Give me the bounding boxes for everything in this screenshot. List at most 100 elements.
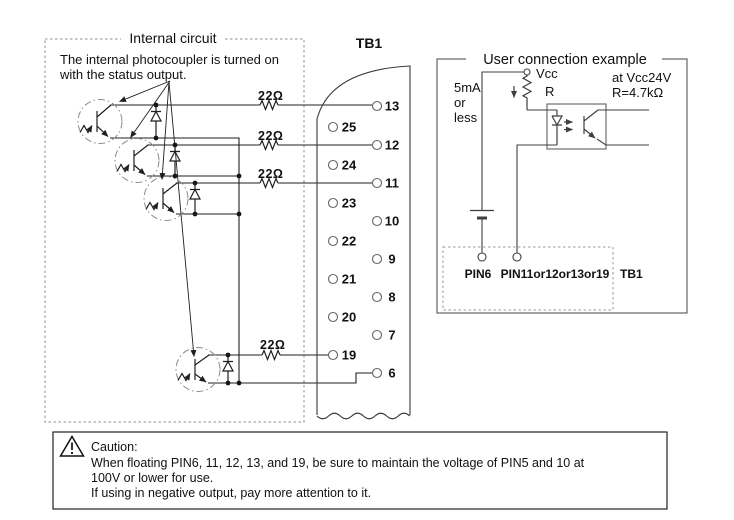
diode-2 <box>169 145 181 176</box>
led-shape <box>551 110 564 145</box>
pin-24-terminal <box>327 159 339 171</box>
resistor-1-label: 22Ω <box>258 89 283 103</box>
resistor-2-label: 22Ω <box>258 129 283 143</box>
user-transistor-collector <box>583 109 599 122</box>
resistor-3 <box>259 176 279 190</box>
tb1-right-pins: 13 12 11 10 9 8 7 6 <box>371 99 399 381</box>
internal-circuit-description-line1: The internal photocoupler is turned on <box>60 52 279 67</box>
photocoupler-4-outline <box>175 347 221 392</box>
diode-4 <box>222 355 234 383</box>
caution-line2: 100V or lower for use. <box>91 471 213 485</box>
pin-21-terminal <box>327 273 339 285</box>
pin-25-label: 25 <box>342 120 356 135</box>
photocoupler-1-outline <box>77 99 123 144</box>
photocoupler-2-outline <box>114 138 160 183</box>
pin-20-terminal <box>327 311 339 323</box>
led-symbol <box>551 110 564 145</box>
pin-23-terminal <box>327 197 339 209</box>
internal-circuit-border <box>44 38 305 423</box>
internal-circuit-title-backplate <box>121 31 225 46</box>
pin-9-label: 9 <box>388 252 395 267</box>
diode-1 <box>150 105 162 138</box>
caution-section: Caution: When floating PIN6, 11, 12, 13,… <box>52 431 668 510</box>
photocoupler-3-outline <box>143 176 189 221</box>
pin-19-label: 19 <box>342 348 356 363</box>
photocoupler-4-collector <box>194 354 210 366</box>
photocoupler-4 <box>175 347 221 392</box>
pin-22-label: 22 <box>342 234 356 249</box>
tb1-outline-top-right <box>316 65 411 415</box>
pin-23-label: 23 <box>342 196 356 211</box>
caution-border <box>52 431 668 510</box>
pin-13-terminal <box>371 100 383 112</box>
pin6-connection-label: PIN6 <box>465 267 492 281</box>
tb1-label: TB1 <box>356 35 383 51</box>
photocoupler-3-collector <box>162 182 178 195</box>
pin-7-terminal <box>371 329 383 341</box>
pointer-arrow-4 <box>168 81 197 357</box>
pointer-arrow-3 <box>159 81 170 180</box>
photocoupler-2 <box>114 138 160 183</box>
condition-line1: at Vcc24V <box>612 70 672 85</box>
internal-circuit-title: Internal circuit <box>129 30 216 46</box>
pin-11-label: 11 <box>385 176 399 191</box>
caution-line1: When floating PIN6, 11, 12, 13, and 19, … <box>91 456 585 470</box>
user-example-title-backplate <box>466 51 662 66</box>
user-example-title: User connection example <box>483 52 647 68</box>
current-note-line1: 5mA <box>454 80 481 95</box>
warning-triangle-icon <box>59 435 85 457</box>
resistor-2 <box>259 138 279 152</box>
pin-10-terminal <box>371 215 383 227</box>
pin-7-label: 7 <box>388 328 395 343</box>
battery-symbol <box>470 209 494 220</box>
photocoupler-1-light-arrow <box>79 124 93 134</box>
pin-8-label: 8 <box>388 290 395 305</box>
light-transfer-arrows <box>564 119 573 133</box>
tb1-torn-edge <box>316 412 411 420</box>
resistor-4-label: 22Ω <box>260 338 285 352</box>
pin-22-terminal <box>327 235 339 247</box>
resistor-1 <box>259 98 279 112</box>
photocoupler-1 <box>77 99 123 144</box>
user-photocoupler-package <box>546 103 607 150</box>
tb1-left-pins: 25 24 23 22 21 20 19 <box>327 120 357 363</box>
vcc-label: Vcc <box>536 66 558 81</box>
pin-8-terminal <box>371 291 383 303</box>
photocoupler-3-emitter <box>162 202 175 213</box>
pin-6-label: 6 <box>388 366 395 381</box>
pin-12-terminal <box>371 139 383 151</box>
terminal-block-tb1: TB1 13 12 11 10 9 8 7 6 25 24 <box>316 35 411 420</box>
output-wires <box>110 104 372 384</box>
resistor-4 <box>261 348 281 362</box>
photocoupler-4-light-arrow <box>177 372 191 382</box>
pin-multi-connection-terminal <box>512 252 522 262</box>
internal-circuit-description-line2: with the status output. <box>59 67 186 82</box>
pin-6-terminal <box>371 367 383 379</box>
photocoupler-3 <box>143 176 189 221</box>
photocoupler-3-light-arrow <box>145 201 159 211</box>
condition-line2: R=4.7kΩ <box>612 85 664 100</box>
pin-20-label: 20 <box>342 310 356 325</box>
load-resistor <box>521 75 533 110</box>
pointer-arrow-2 <box>130 80 171 138</box>
current-note-line2: or <box>454 95 466 110</box>
pin-13-label: 13 <box>385 99 399 114</box>
pin-10-label: 10 <box>385 214 399 229</box>
tb1-pin-zone-border <box>442 246 614 311</box>
diode-3 <box>189 183 201 214</box>
led-cathode-wire-to-pin <box>516 144 557 253</box>
emitter-stub-wire <box>596 138 649 146</box>
vcc-terminal <box>523 68 531 76</box>
pin-12-label: 12 <box>385 138 399 153</box>
pin-11-terminal <box>371 177 383 189</box>
pointer-arrows <box>119 80 197 357</box>
photocoupler-1-collector <box>96 104 112 118</box>
photocoupler-2-emitter <box>133 164 146 175</box>
user-transistor-emitter <box>583 128 596 139</box>
user-phototransistor-symbol <box>583 109 599 139</box>
pin-21-label: 21 <box>342 272 356 287</box>
internal-circuit-section: Internal circuit The internal photocoupl… <box>44 30 372 423</box>
photocoupler-1-emitter <box>96 125 109 137</box>
